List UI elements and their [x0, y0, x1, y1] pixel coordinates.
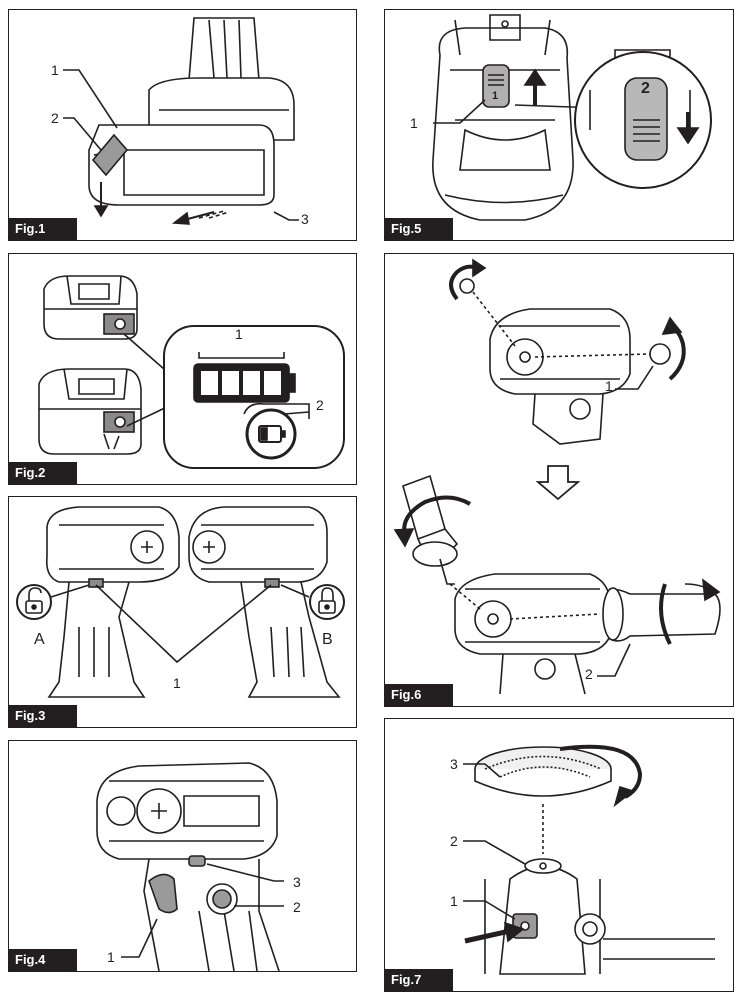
figure-5: 1 2 1 Fig.5: [384, 9, 734, 241]
label-a: A: [34, 631, 45, 648]
side-grip-illustration: [393, 258, 721, 695]
callout-1: 1: [235, 326, 243, 342]
callout-3: 3: [301, 211, 309, 227]
lock-lever-illustration: [16, 506, 345, 698]
figure-label: Fig.3: [9, 705, 77, 727]
callout-2: 2: [293, 899, 301, 915]
callout-1: 1: [450, 893, 458, 909]
switch-trigger-illustration: [96, 762, 284, 971]
callout-1: 1: [410, 115, 418, 131]
figure-4: 1 2 3 Fig.4: [8, 740, 357, 972]
callout-3: 3: [293, 874, 301, 890]
figure-6: 1 2 Fig.6: [384, 253, 734, 707]
figure-2: 1 2 Fig.2: [8, 253, 357, 485]
battery-removal-illustration: [63, 17, 299, 225]
figure-label: Fig.4: [9, 949, 77, 971]
callout-1: 1: [173, 675, 181, 691]
speed-switch-illustration: [432, 14, 712, 221]
callout-2: 2: [450, 833, 458, 849]
figure-3: A B 1 Fig.3: [8, 496, 357, 728]
figure-label: Fig.1: [9, 218, 77, 240]
figure-label: Fig.2: [9, 462, 77, 484]
pad-attachment-illustration: [463, 744, 715, 975]
figure-1: 1 2 3 Fig.1: [8, 9, 357, 241]
callout-1: 1: [51, 62, 59, 78]
callout-1: 1: [605, 378, 613, 394]
callout-3: 3: [450, 756, 458, 772]
figure-label: Fig.6: [385, 684, 453, 706]
figure-7: 1 2 3 Fig.7: [384, 718, 734, 992]
label-b: B: [322, 631, 333, 648]
callout-1: 1: [107, 949, 115, 965]
battery-indicator-illustration: [38, 275, 345, 469]
figure-label: Fig.5: [385, 218, 453, 240]
callout-2: 2: [316, 397, 324, 413]
callout-2: 2: [585, 666, 593, 682]
speed-setting-label: 2: [641, 80, 650, 97]
figure-label: Fig.7: [385, 969, 453, 991]
callout-2: 2: [51, 110, 59, 126]
switch-setting-label: 1: [492, 90, 499, 102]
